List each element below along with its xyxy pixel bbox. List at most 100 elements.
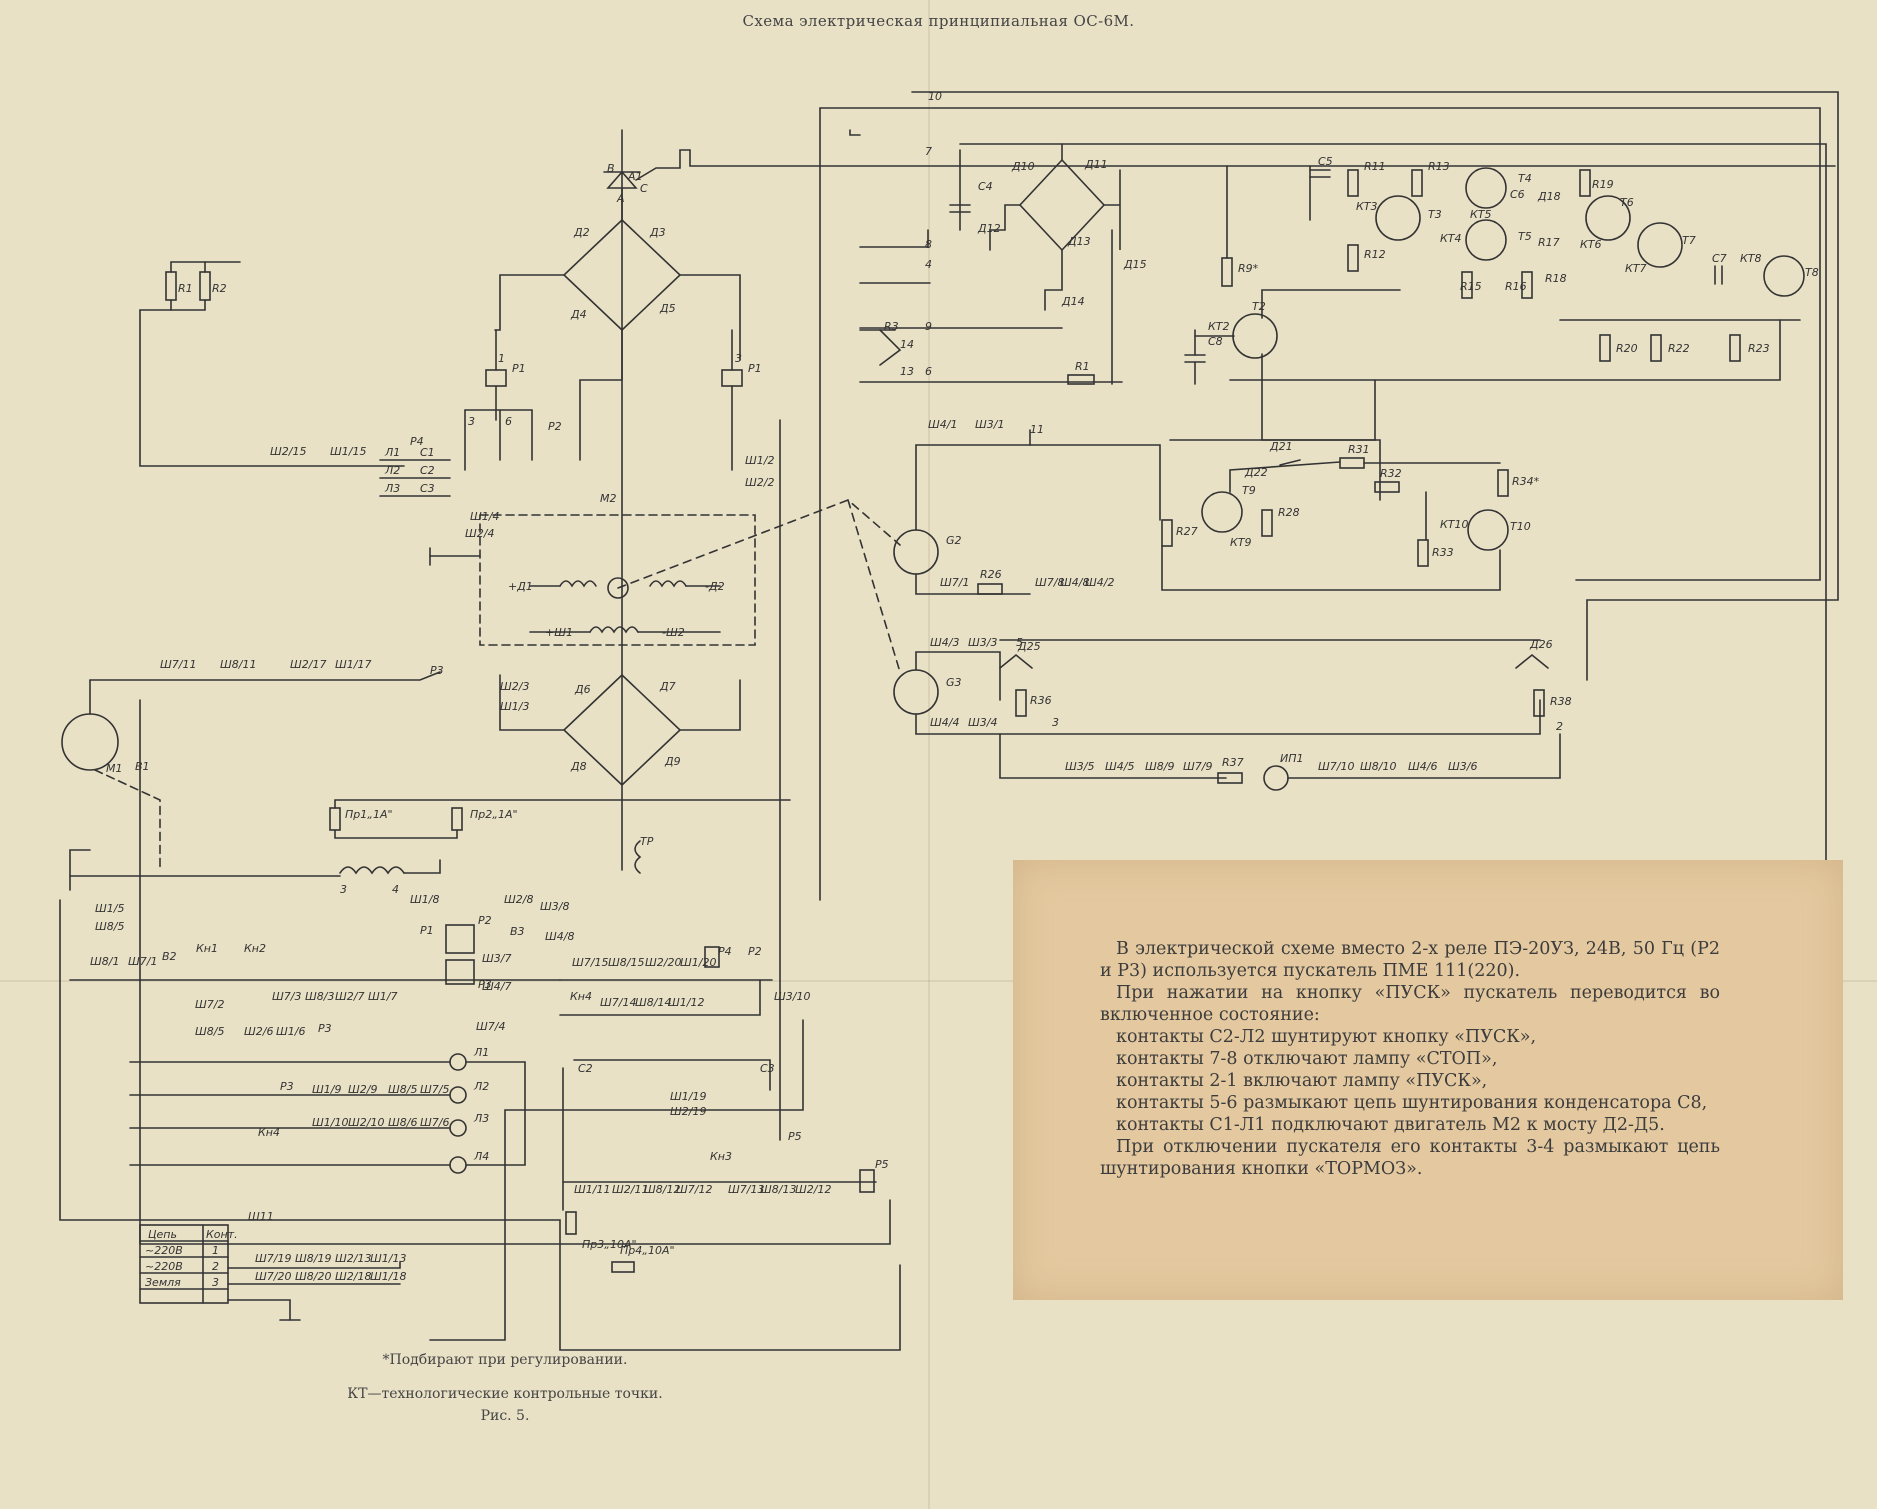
motor-m1: M1 B1 Ш7/11 Ш8/11 Ш2/17 Ш1/17 Р3 — [61, 658, 444, 871]
component-label: КТ5 — [1470, 208, 1492, 221]
component-label: R3 — [884, 320, 899, 333]
component-label: R26 — [980, 568, 1002, 581]
component-label: Ш2/18 — [335, 1270, 371, 1283]
component-label: Ш8/19 — [295, 1252, 331, 1265]
component-label: R27 — [1176, 525, 1198, 538]
resistor-r2 — [199, 271, 211, 301]
component-label: 3 — [735, 352, 742, 365]
component-label: R19 — [1592, 178, 1614, 191]
component-label: Ш1/20 — [680, 956, 716, 969]
component-label: Ш8/14 — [635, 996, 671, 1009]
component-label: Д9 — [664, 755, 681, 768]
component-label: Ш7/6 — [420, 1116, 449, 1129]
component-label: КТ4 — [1440, 232, 1462, 245]
component-label: -Д2 — [705, 580, 725, 593]
component-label: КТ8 — [1740, 252, 1762, 265]
meter-ip1-row: ИП1 R37 Ш3/5 Ш4/5 Ш8/9 Ш7/9 Ш7/10 Ш8/10 … — [999, 733, 1561, 791]
relays-p1-p2-p3-block: Р1 Р2 Р3 B3 Ш1/8 Ш2/8 Ш3/8 Ш4/8 Ш3/7 Ш4/… — [410, 893, 574, 1033]
component-label: T2 — [1252, 300, 1266, 313]
component-label: С3 — [420, 482, 435, 495]
component-label: Ш8/20 — [295, 1270, 331, 1283]
paper-fold-horizontal — [0, 980, 1877, 982]
component-label: КТ2 — [1208, 320, 1230, 333]
r1-c8-t2: R1 C8 КТ2 T2 R9* — [1067, 165, 1401, 441]
component-label: Ш4/8 — [1060, 576, 1089, 589]
component-label: R15 — [1460, 280, 1482, 293]
component-label: R18 — [1545, 272, 1567, 285]
component-label: +Ш1 — [545, 626, 573, 639]
component-label: С3 — [760, 1062, 775, 1075]
component-label: КТ10 — [1440, 518, 1469, 531]
component-label: С2 — [578, 1062, 593, 1075]
component-label: T3 — [1428, 208, 1442, 221]
component-label: Ш8/6 — [388, 1116, 417, 1129]
component-label: Ш8/11 — [220, 658, 256, 671]
component-label: +Д1 — [508, 580, 533, 593]
component-label: Р2 — [548, 420, 562, 433]
component-label: Ш2/19 — [670, 1105, 706, 1118]
generator-g3: G3 Ш4/3 Ш3/3 Ш4/4 Ш3/4 Д25 R36 5 3 Д26 R… — [893, 636, 1572, 735]
bridge-d2-d5: Д2 Д3 Д4 Д5 — [494, 187, 741, 461]
component-label: T9 — [1242, 484, 1256, 497]
component-label: Л1 — [384, 446, 400, 459]
table-header-contact: Конт. — [206, 1228, 238, 1241]
component-label: Ш1/6 — [276, 1025, 305, 1038]
component-label: Р3 — [318, 1022, 332, 1035]
component-label: Ш4/6 — [1408, 760, 1437, 773]
component-label: Ш2/2 — [745, 476, 774, 489]
component-label: Пр4„10А" — [620, 1244, 675, 1257]
component-label: B1 — [135, 760, 150, 773]
paper-fold-vertical — [928, 0, 930, 1509]
component-label: 4 — [392, 883, 399, 896]
component-label: M1 — [106, 762, 123, 775]
transformer-tp: ТР 3 4 — [69, 835, 654, 896]
component-label: Ш3/3 — [968, 636, 997, 649]
component-label: Д12 — [977, 222, 1001, 235]
component-label: Ш7/11 — [160, 658, 196, 671]
component-label: Ш1/7 — [368, 990, 397, 1003]
component-label: Пр2„1А" — [470, 808, 518, 821]
component-label: Р1 — [512, 362, 526, 375]
component-label: Р2 — [478, 914, 492, 927]
component-label: Д2 — [573, 226, 590, 239]
component-label: Ш1/11 — [574, 1183, 610, 1196]
page-title: Схема электрическая принципиальная ОС-6М… — [742, 12, 1135, 30]
transistors-t9-t10: R27 T9 КТ9 R28 R31 R32 Д21 Д22 R33 R34* … — [1161, 439, 1540, 591]
component-label: T8 — [1805, 266, 1819, 279]
component-label: Д8 — [570, 760, 587, 773]
component-label: Ш8/5 — [95, 920, 124, 933]
note-paragraph: контакты С1-Л1 подключают двигатель М2 к… — [1116, 1115, 1665, 1135]
component-label: Ш3/7 — [482, 952, 511, 965]
component-label: Ш7/12 — [676, 1183, 712, 1196]
component-label: Д5 — [659, 302, 676, 315]
component-label: R12 — [1364, 248, 1386, 261]
component-label: Ш1/8 — [410, 893, 439, 906]
component-label: 2 — [1556, 720, 1563, 733]
component-label: G3 — [946, 676, 962, 689]
r1-r2-resistors: R1 R2 — [139, 261, 405, 467]
component-label: Р3 — [430, 664, 444, 677]
amplifier-t3-t8: C5 R11 R13 R12 T3 КТ3 T4 T5 КТ4 КТ5 C6 R… — [1229, 155, 1819, 381]
thyristor-a1: A1 В А С — [603, 149, 691, 205]
component-label: R37 — [1222, 756, 1244, 769]
component-label: R23 — [1748, 342, 1770, 355]
component-label: T6 — [1620, 196, 1634, 209]
note-paragraph: контакты 5-6 размыкают цепь шунтирования… — [1116, 1093, 1708, 1113]
component-label: Ш3/5 — [1065, 760, 1094, 773]
component-label: Ш2/11 — [612, 1183, 648, 1196]
component-label: R9* — [1238, 262, 1259, 275]
bridge-d10-d13: Д10 Д11 Д12 Д13 Д14 Д15 C4 — [949, 143, 1147, 385]
component-label: C8 — [1208, 335, 1223, 348]
component-label: Ш8/3 — [305, 990, 334, 1003]
component-label: Л4 — [473, 1150, 489, 1163]
component-label: Ш3/1 — [975, 418, 1004, 431]
note-paper — [1013, 860, 1843, 1300]
component-label: Ш3/6 — [1448, 760, 1477, 773]
component-label: Ш2/4 — [465, 527, 494, 540]
component-label: Л1 — [473, 1046, 489, 1059]
component-label: Ш7/13 — [728, 1183, 764, 1196]
component-label: -Ш2 — [662, 626, 685, 639]
component-label: Ш1/10 — [312, 1116, 348, 1129]
component-label: T10 — [1510, 520, 1531, 533]
